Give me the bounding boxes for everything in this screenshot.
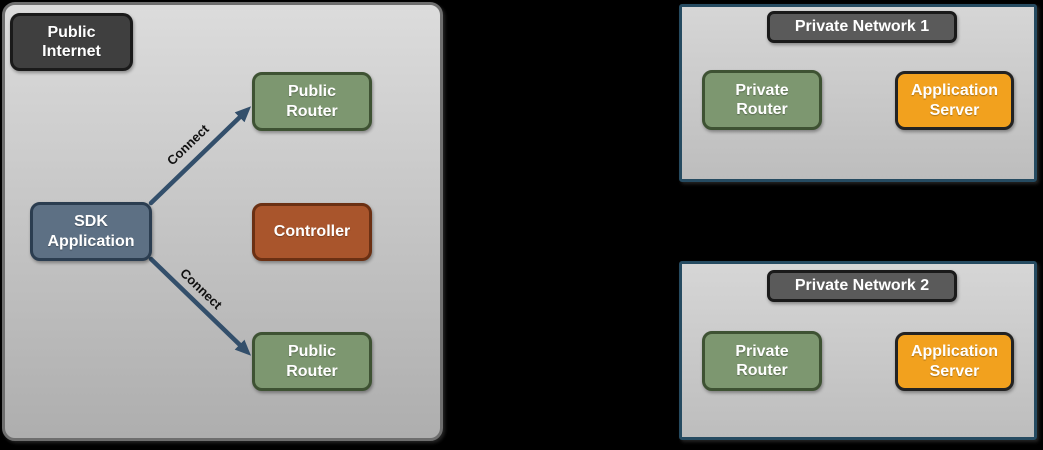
public-internet-label-box: Public Internet	[10, 13, 133, 71]
node-application-server-2: Application Server	[895, 332, 1014, 391]
node-sdk-application: SDK Application	[30, 202, 152, 261]
node-public-router-bottom: Public Router	[252, 332, 372, 391]
node-private-router-1: Private Router	[702, 70, 822, 130]
private-network-2-title: Private Network 2	[767, 270, 957, 302]
node-controller: Controller	[252, 203, 372, 261]
node-public-router-top: Public Router	[252, 72, 372, 131]
private-network-1-title: Private Network 1	[767, 11, 957, 43]
node-application-server-1: Application Server	[895, 71, 1014, 130]
node-private-router-2: Private Router	[702, 331, 822, 391]
